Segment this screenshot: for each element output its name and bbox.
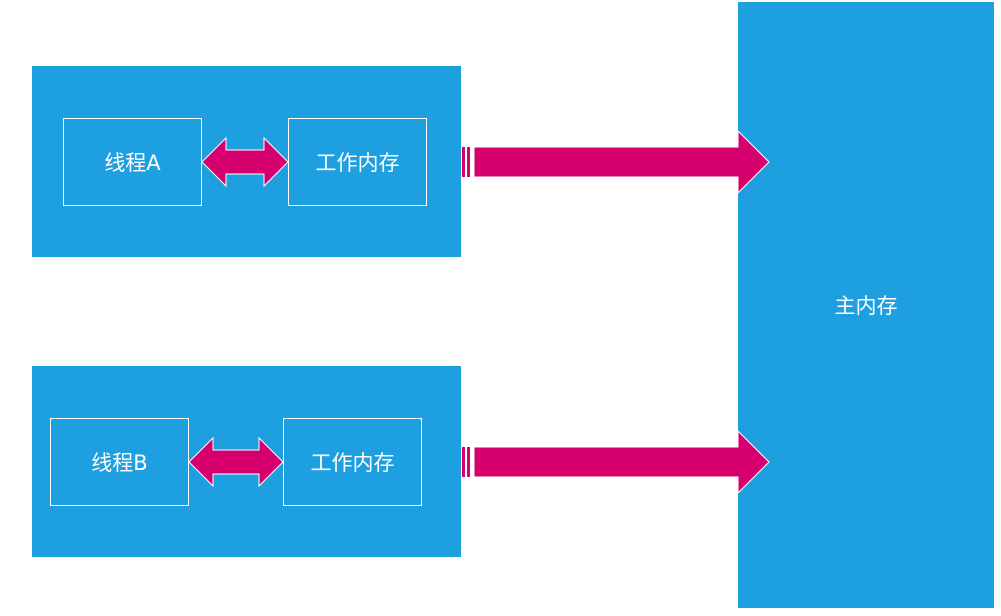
working-memory-a-label: 工作内存 <box>315 151 400 175</box>
working-memory-a-box: 工作内存 <box>288 118 427 206</box>
main-memory-block: 主内存 <box>738 2 994 608</box>
thread-a-box: 线程A <box>63 118 202 206</box>
thread-a-label: 线程A <box>104 151 161 175</box>
striped-right-arrow-icon <box>462 429 770 495</box>
striped-right-arrow-icon <box>462 129 770 195</box>
thread-b-label: 线程B <box>91 451 148 475</box>
main-memory-label: 主内存 <box>834 294 898 318</box>
working-memory-b-label: 工作内存 <box>310 451 395 475</box>
thread-b-box: 线程B <box>50 418 189 506</box>
working-memory-b-box: 工作内存 <box>283 418 422 506</box>
